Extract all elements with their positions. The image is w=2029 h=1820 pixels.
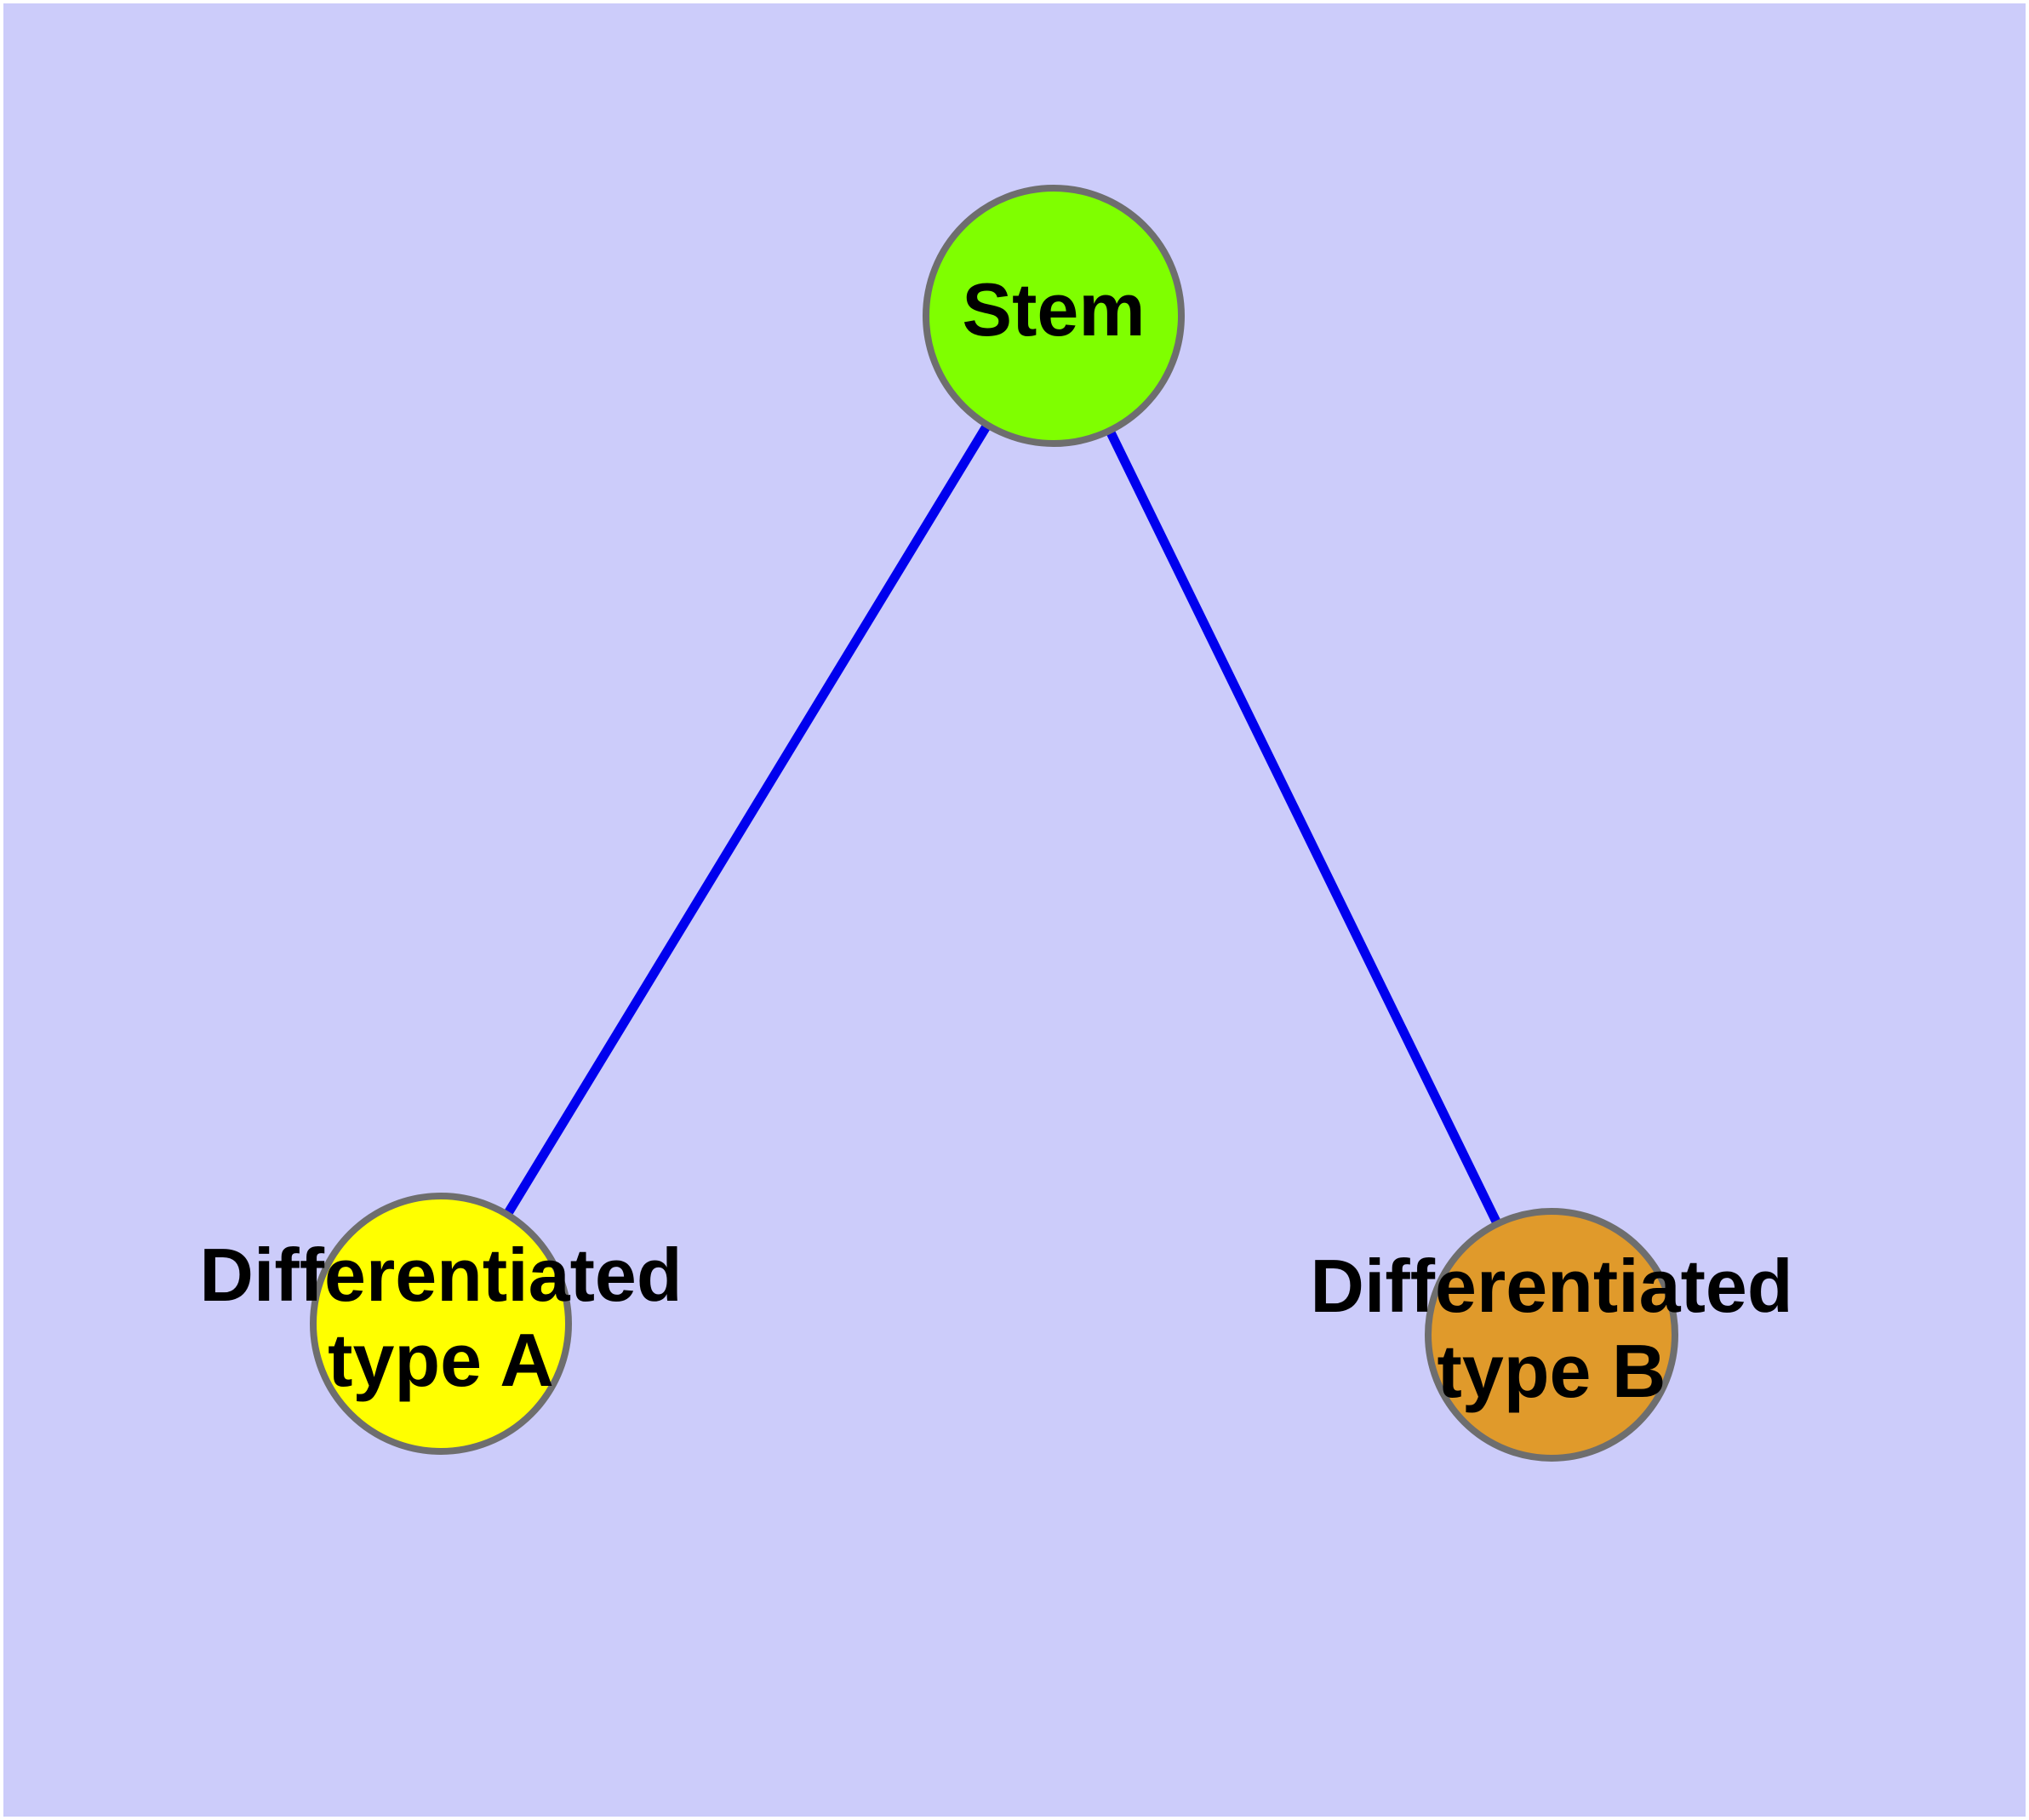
node-label-line: type B xyxy=(1437,1329,1666,1413)
edge-stem-to-differentiated-type-a[interactable] xyxy=(499,415,996,1225)
node-label-line: Differentiated xyxy=(1310,1244,1792,1328)
node-differentiated-type-a-circle[interactable] xyxy=(310,1193,572,1455)
edge-stem-to-differentiated-type-b[interactable] xyxy=(1101,421,1506,1234)
node-label-line: type A xyxy=(328,1318,554,1402)
node-differentiated-type-b-circle[interactable] xyxy=(1425,1208,1678,1462)
node-stem[interactable]: Stem xyxy=(923,185,1185,447)
edge-layer xyxy=(499,415,1506,1234)
node-stem-circle[interactable] xyxy=(923,185,1185,447)
node-label-line: Differentiated xyxy=(199,1233,682,1317)
node-stem-label: Stem xyxy=(962,267,1145,352)
node-label-line: Stem xyxy=(962,267,1145,352)
